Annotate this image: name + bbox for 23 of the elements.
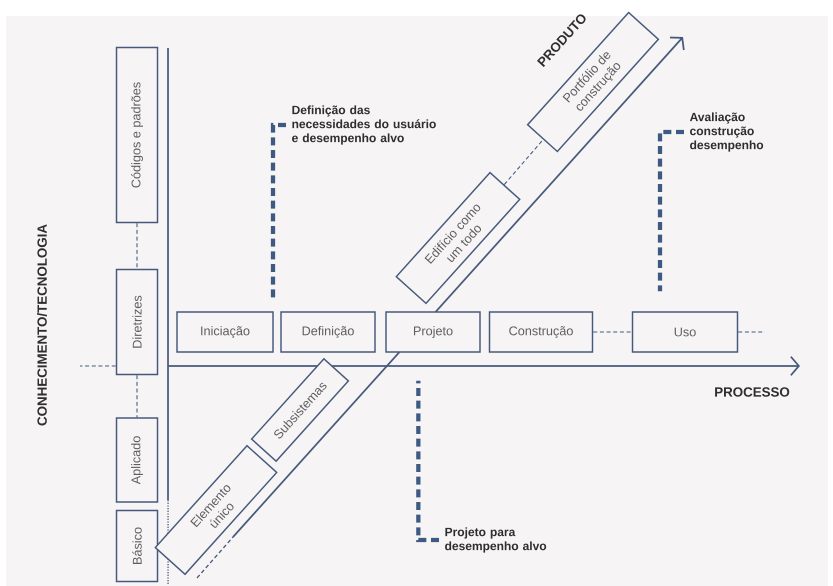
annotation-text: Definição das necessidades do usuário e desempenho alvo <box>292 105 436 145</box>
stage-box: Diretrizes <box>116 268 158 376</box>
leader-line <box>416 380 439 542</box>
annotation-text: Avaliação construção desempenho <box>690 112 764 152</box>
stage-box: Códigos e padrões <box>116 46 158 224</box>
dashed-connector <box>504 139 544 185</box>
stage-box: Aplicado <box>116 417 158 503</box>
stage-box: Construção <box>488 311 594 353</box>
annotation-text: Projeto para desempenho alvo <box>445 527 546 553</box>
leader-line <box>270 122 286 300</box>
dashed-connector <box>136 375 138 418</box>
axis-label: PROCESSO <box>715 387 790 397</box>
stage-box: Definição <box>280 311 376 353</box>
stage-box: Projeto <box>385 311 481 353</box>
axis-label: CONHECIMENTO/TECNOLOGIA <box>37 224 47 426</box>
dashed-connector <box>136 223 138 269</box>
stage-box: Básico <box>116 510 158 582</box>
stage-box: Iniciação <box>176 311 274 353</box>
dashed-connector <box>593 331 632 333</box>
leader-line <box>658 130 684 292</box>
dashed-connector <box>738 331 765 333</box>
stage-box: Uso <box>632 311 738 353</box>
dashed-connector <box>80 365 116 367</box>
